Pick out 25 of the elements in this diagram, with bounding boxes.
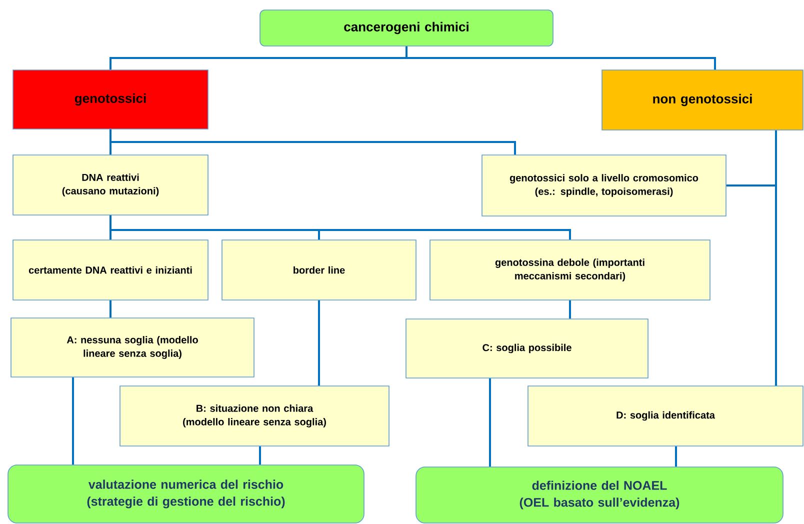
connector-line	[489, 378, 491, 467]
process-box: B: situazione non chiara (modello lineare senza soglia)	[120, 386, 390, 446]
outcome-box: valutazione numerica del rischio (strategie di gestione del rischio)	[8, 464, 364, 524]
connector-line	[110, 300, 112, 318]
connector-line	[726, 184, 777, 386]
connector-line	[259, 446, 261, 465]
process-box: D: soglia identificata	[528, 386, 804, 446]
process-box: border line	[222, 240, 416, 300]
connector-line	[110, 215, 571, 240]
process-box: C: soglia possibile	[406, 318, 648, 378]
connector-line	[675, 446, 677, 467]
process-box: DNA reattivi (causano mutazioni)	[12, 154, 208, 216]
connector-line	[110, 129, 516, 155]
category-box: cancerogeni chimici	[260, 10, 554, 46]
process-box: certamente DNA reattivi e inizianti	[12, 240, 208, 300]
category-box: non genotossici	[602, 70, 804, 130]
connector-line	[406, 46, 716, 70]
process-box: A: nessuna soglia (modello lineare senza soglia)	[10, 318, 254, 378]
process-box: genotossici solo a livello cromosomico (es.: spindle, topoisomerasi)	[482, 154, 726, 216]
connector-line	[318, 300, 320, 386]
category-box: genotossici	[12, 70, 208, 130]
process-box: genotossina debole (importanti meccanismi secondari)	[430, 240, 710, 300]
connector-line	[72, 377, 74, 465]
outcome-box: definizione del NOAEL (OEL basato sull’evidenza)	[416, 466, 784, 524]
connector-line	[569, 300, 571, 319]
